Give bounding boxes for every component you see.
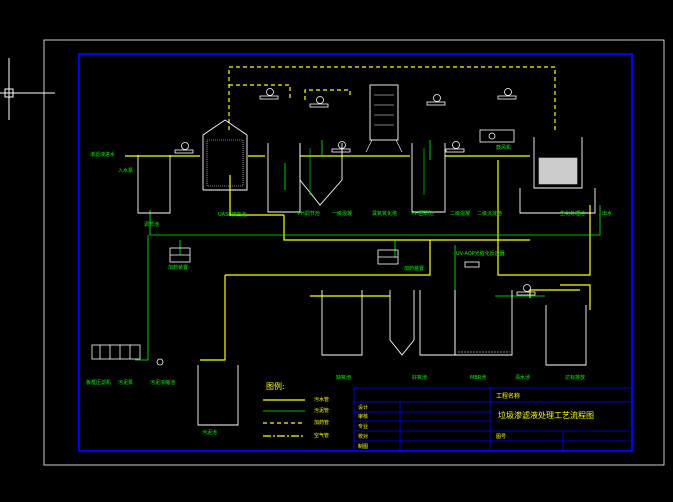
label-anoxic: 缺氧池 [336, 375, 352, 381]
tanks [137, 84, 596, 426]
anoxic-tank [321, 290, 363, 356]
label-discharge: 达标排放 [565, 375, 586, 381]
label-uasb: UASB厌氧池 [218, 212, 247, 218]
ph-tank-1 [267, 143, 301, 213]
filter-press-icon [91, 344, 141, 360]
dosing-unit-icon [169, 247, 191, 263]
label-bio: 生化处理池 [560, 211, 586, 217]
mbr-tank-a [419, 290, 456, 356]
drawing-title: 垃圾渗滤液处理工艺流程图 [498, 411, 594, 420]
pump-icon [331, 141, 351, 153]
label-sludge-tank: 污泥浓缩池 [150, 380, 176, 386]
legend [263, 399, 305, 437]
dosing-lines [228, 66, 556, 132]
block-row-4: 校对 [358, 434, 369, 440]
label-inlet: 渗滤液进水 [90, 152, 116, 158]
pump-icon [497, 88, 517, 100]
pump-icon [259, 88, 279, 100]
mbr-tank-b [454, 290, 513, 356]
label-coag2: 二级混凝 [450, 211, 471, 217]
label-uv: UV-AOP光催化反应器 [456, 251, 505, 257]
uv-reactor-icon [464, 261, 480, 268]
label-dosing1: 加药装置 [168, 265, 189, 271]
pump-icon [445, 141, 465, 153]
coag-tank-1 [299, 143, 343, 206]
pump-icon [156, 358, 164, 366]
label-sludge-pool: 污泥池 [202, 430, 218, 436]
legend-item-3: 加药管 [314, 420, 330, 426]
sheet-outer-border [43, 39, 665, 466]
label-mbr: MBR池 [470, 375, 487, 381]
block-row-5: 制图 [358, 444, 369, 450]
pumps [91, 88, 536, 366]
legend-title: 图例: [266, 382, 285, 391]
project-label: 工程名称 [496, 393, 521, 400]
label-coag1: 一级混凝 [332, 211, 353, 217]
block-row-3: 专业 [358, 424, 369, 430]
legend-item-2: 污泥管 [314, 408, 330, 414]
pump-icon [174, 142, 194, 154]
uasb-tank [202, 119, 248, 191]
pump-icon [516, 284, 536, 296]
pump-icon [426, 94, 446, 106]
blower-icon [479, 129, 515, 143]
label-sludge-pump: 污泥泵 [118, 380, 134, 386]
label-ozone: 臭氧氧化塔 [372, 211, 398, 217]
bio-tank [533, 137, 583, 189]
regulating-tank [137, 155, 171, 214]
label-sed2: 二级沉淀池 [477, 211, 503, 217]
label-regulating: 调节池 [144, 222, 160, 228]
dosing-unit-icon [377, 249, 399, 265]
sludge-pool [197, 365, 239, 426]
title-block [353, 387, 633, 452]
label-fan: 鼓风机 [496, 145, 512, 151]
label-dosing2: 加药装置 [404, 266, 425, 272]
legend-item-1: 污水管 [314, 397, 330, 403]
final-tank [545, 305, 587, 366]
aerobic-tank [389, 290, 415, 356]
label-inlet-pump: 入水泵 [118, 168, 134, 174]
clear-tank [519, 188, 596, 214]
block-drawing-no: 图号 [496, 434, 507, 440]
sludge-pipes [135, 140, 601, 361]
label-outlet: 出水 [602, 211, 613, 217]
legend-item-4: 空气管 [314, 433, 330, 439]
pump-icon [309, 96, 329, 108]
drawing-frame [78, 53, 633, 452]
block-row-1: 设计 [358, 405, 369, 411]
label-ph2: PH回调池 [412, 211, 434, 217]
ozone-tower [369, 84, 399, 141]
label-clear: 清水池 [515, 375, 531, 381]
label-filter-press: 板框压滤机 [86, 380, 112, 386]
ph-tank-2 [411, 143, 446, 213]
tank-details [206, 94, 578, 353]
label-aerobic: 好氧池 [412, 375, 428, 381]
crosshair-cursor-icon [0, 58, 55, 120]
block-row-2: 审核 [358, 414, 369, 420]
process-pipes [125, 155, 591, 361]
label-ph1: PH调节池 [298, 211, 320, 217]
